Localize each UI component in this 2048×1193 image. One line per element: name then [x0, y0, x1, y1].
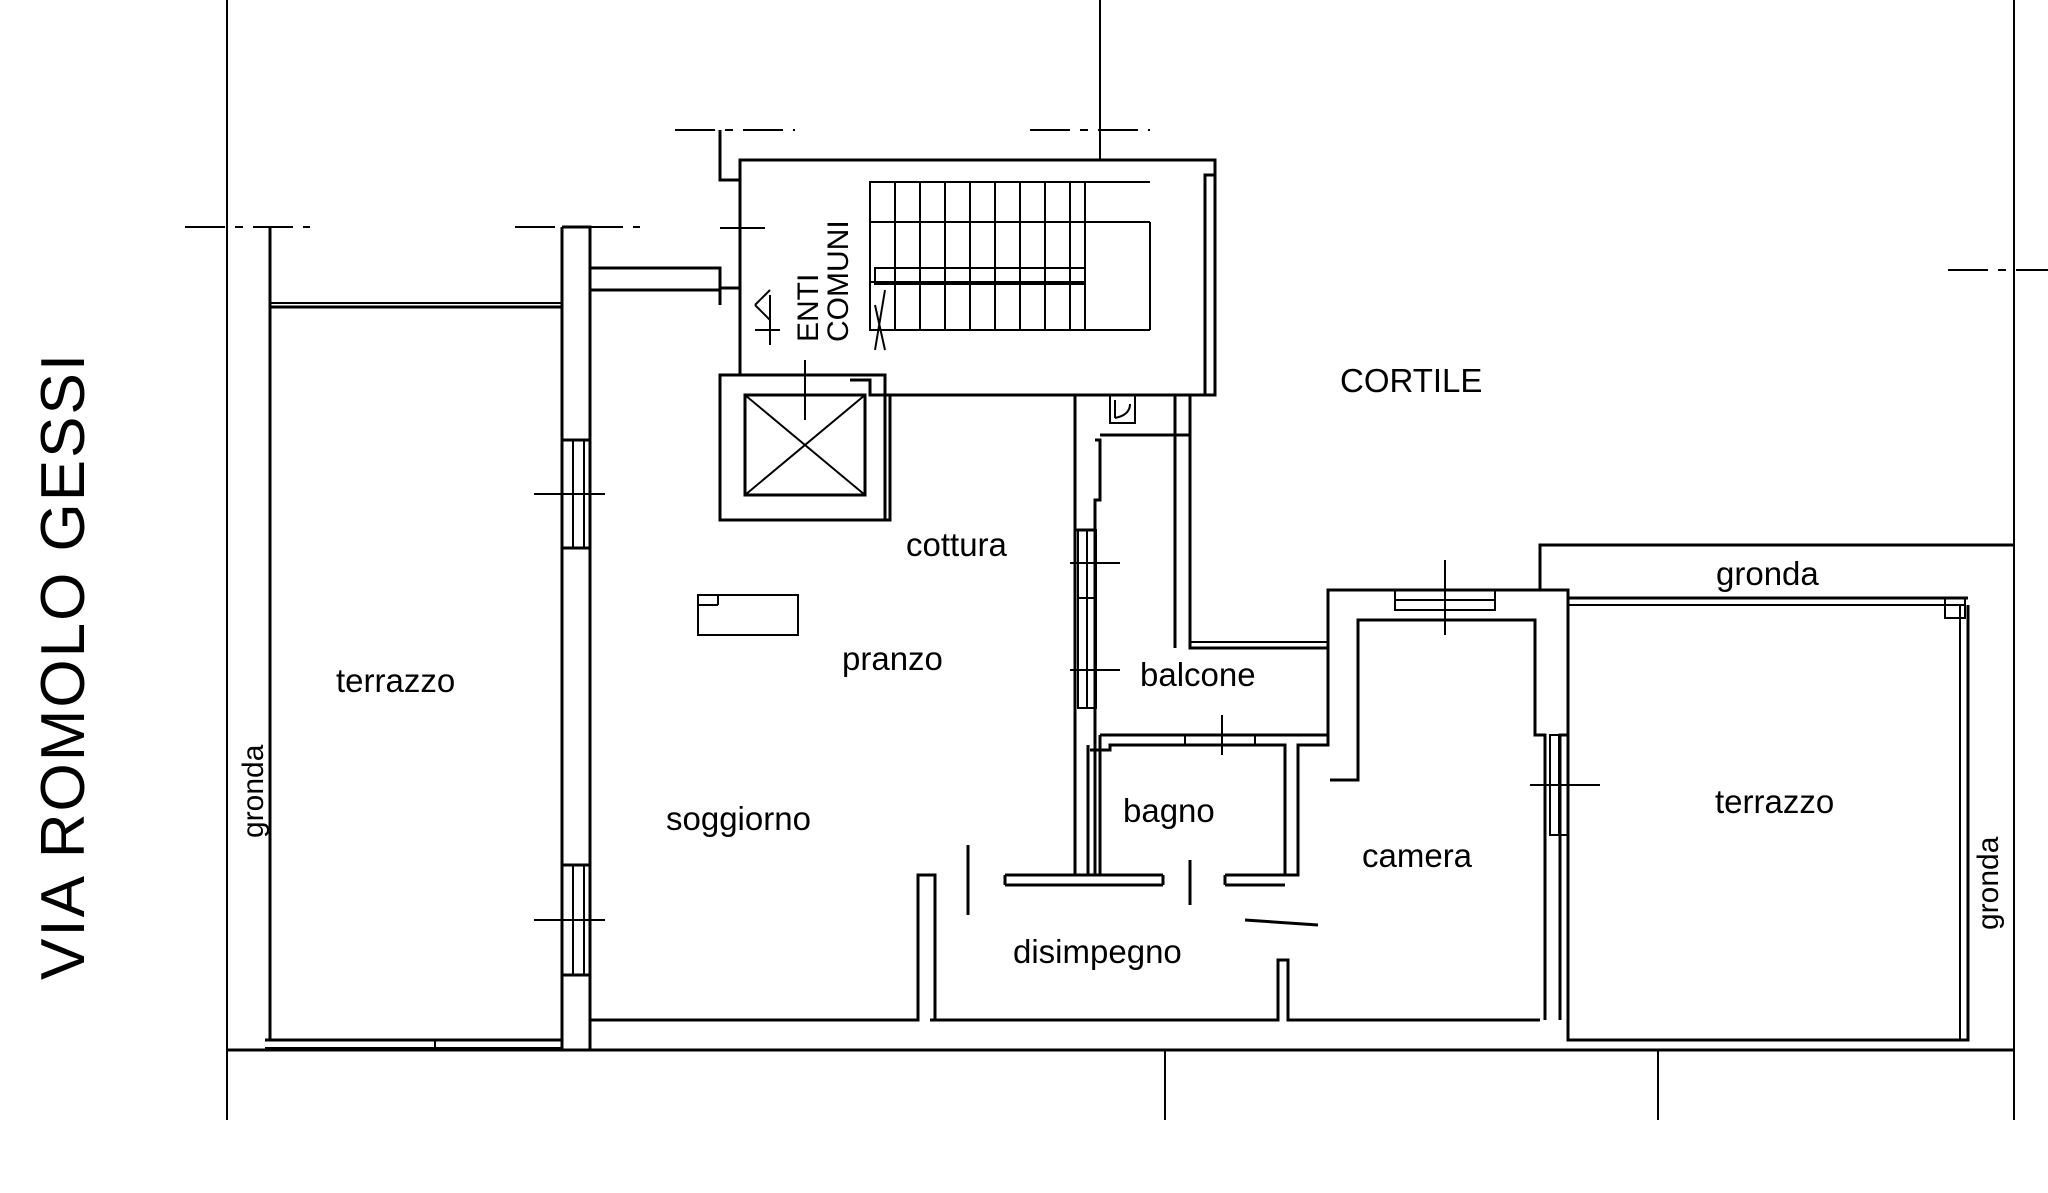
label-disimpegno: disimpegno	[1013, 933, 1182, 970]
stair-label-line2: COMUNI	[822, 220, 855, 342]
label-gronda-right: gronda	[1972, 836, 2005, 930]
label-balcone: balcone	[1140, 656, 1256, 693]
label-pranzo: pranzo	[842, 640, 943, 677]
stairwell	[718, 130, 1217, 522]
apartment-walls	[560, 225, 2014, 1051]
label-soggiorno: soggiorno	[666, 800, 811, 837]
label-cottura: cottura	[906, 526, 1008, 563]
label-terrazzo-right: terrazzo	[1715, 783, 1834, 820]
label-cortile: CORTILE	[1340, 362, 1482, 399]
axis-lines	[185, 129, 2048, 271]
stair-label-line1: ENTI	[792, 274, 825, 342]
label-camera: camera	[1362, 837, 1473, 874]
window-marks	[534, 440, 1600, 921]
street-label: VIA ROMOLO GESSI	[29, 352, 98, 980]
left-terrace	[265, 227, 562, 1050]
label-terrazzo-left: terrazzo	[336, 662, 455, 699]
label-gronda-top: gronda	[1716, 555, 1819, 592]
label-gronda-left: gronda	[237, 744, 270, 838]
label-bagno: bagno	[1123, 792, 1215, 829]
kitchen-counter	[697, 594, 799, 636]
